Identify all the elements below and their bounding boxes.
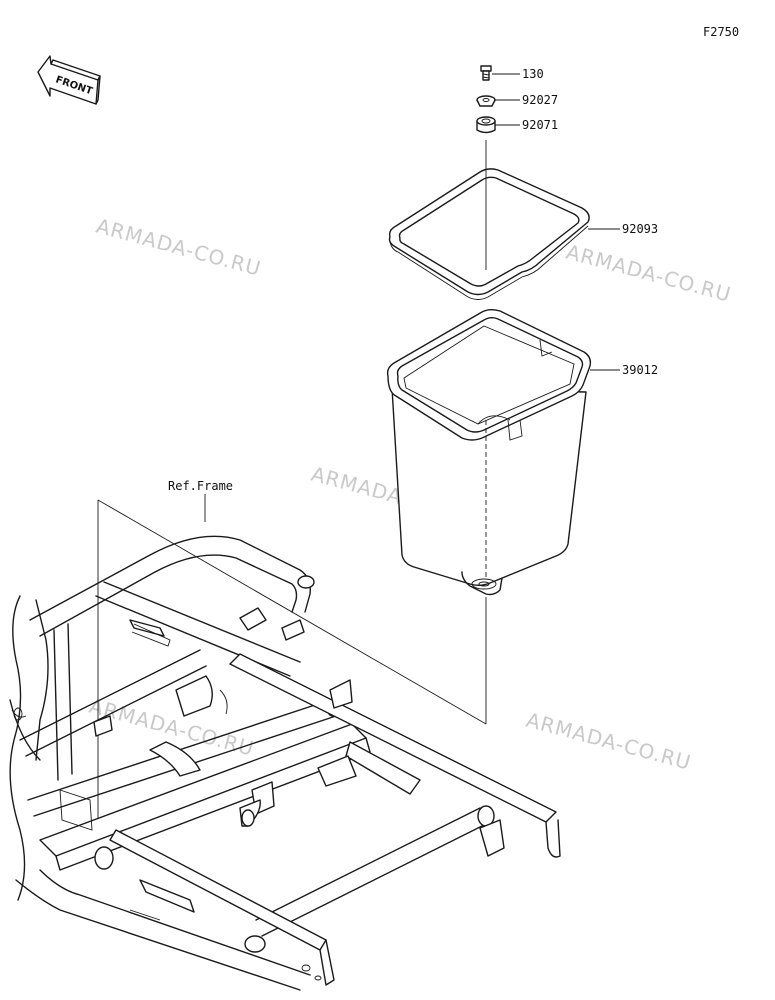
washer-icon bbox=[476, 95, 496, 107]
grommet-icon bbox=[476, 116, 496, 134]
ref-frame-label: Ref.Frame bbox=[168, 479, 233, 493]
bolt-icon bbox=[480, 65, 492, 81]
part-number-92093: 92093 bbox=[622, 222, 658, 236]
storage-box-icon bbox=[386, 309, 592, 596]
figure-code: F2750 bbox=[703, 25, 739, 39]
watermark-2: ARMADA-CO.RU bbox=[564, 240, 734, 307]
gasket-icon bbox=[388, 168, 590, 300]
part-number-130: 130 bbox=[522, 67, 544, 81]
part-number-92027: 92027 bbox=[522, 93, 558, 107]
front-arrow-icon: FRONT bbox=[37, 55, 101, 105]
part-number-39012: 39012 bbox=[622, 363, 658, 377]
watermark-1: ARMADA-CO.RU bbox=[94, 214, 264, 281]
vehicle-frame-icon bbox=[9, 535, 561, 991]
part-number-92071: 92071 bbox=[522, 118, 558, 132]
watermark-4: ARMADA-CO.RU bbox=[524, 708, 694, 775]
